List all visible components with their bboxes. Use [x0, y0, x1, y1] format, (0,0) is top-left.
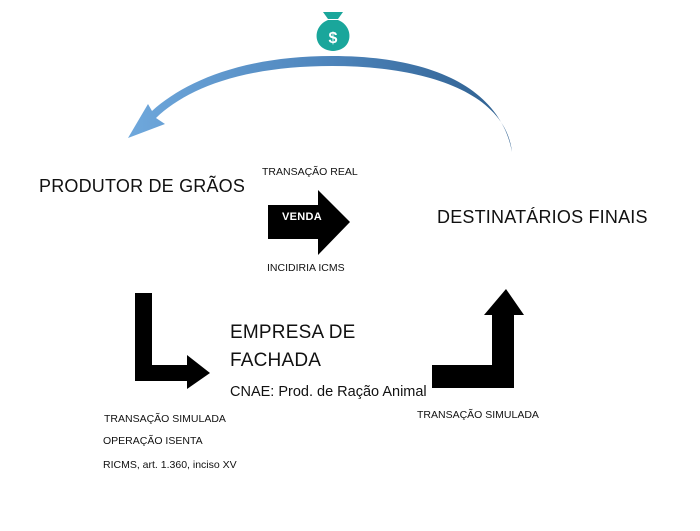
transacao-simulada-right-label: TRANSAÇÃO SIMULADA	[417, 409, 539, 421]
produtor-node: PRODUTOR DE GRÃOS	[39, 176, 246, 196]
money-bag-icon: $	[316, 12, 350, 51]
empresa-node-line1: EMPRESA DE	[230, 322, 356, 343]
curved-return-arrow	[128, 56, 512, 152]
empresa-node-line2: FACHADA	[230, 350, 322, 371]
operacao-isenta-label: OPERAÇÃO ISENTA	[103, 435, 203, 447]
venda-arrow	[268, 190, 350, 255]
transacao-real-label: TRANSAÇÃO REAL	[262, 166, 358, 178]
right-l-arrow	[432, 289, 524, 388]
cnae-label: CNAE: Prod. de Ração Animal	[230, 384, 427, 400]
venda-label: VENDA	[281, 211, 322, 223]
destinatarios-node: DESTINATÁRIOS FINAIS	[437, 207, 648, 227]
transacao-simulada-left-label: TRANSAÇÃO SIMULADA	[104, 413, 226, 425]
incidiria-icms-label: INCIDIRIA ICMS	[267, 262, 345, 274]
left-l-arrow	[135, 293, 210, 389]
dollar-sign: $	[329, 30, 338, 47]
ricms-label: RICMS, art. 1.360, inciso XV	[103, 459, 237, 471]
